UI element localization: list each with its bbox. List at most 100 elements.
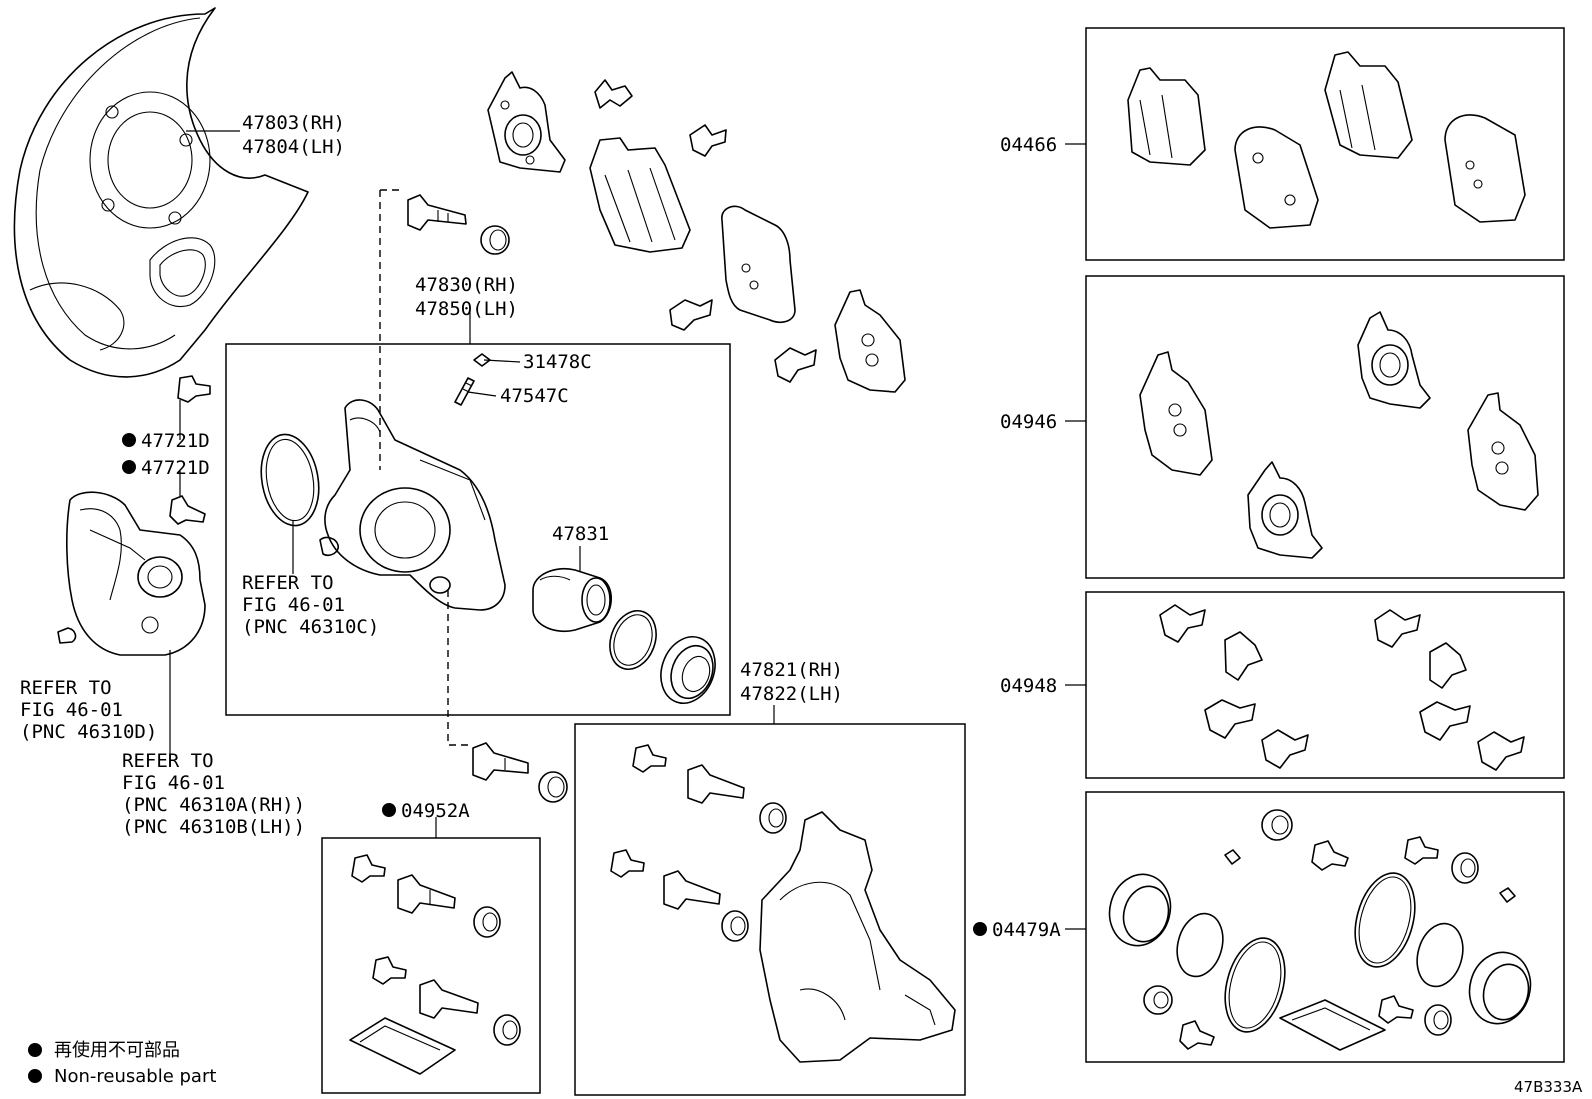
mounting-box — [574, 723, 966, 1096]
non-reusable-dot-04479a — [973, 922, 987, 936]
kit-ring-left-small — [1176, 912, 1224, 978]
label-04946: 04946 — [1000, 411, 1057, 433]
kit-pin-b — [419, 979, 479, 1019]
ref2-line1: REFER TO — [20, 677, 112, 699]
mount-bolt-b — [610, 849, 645, 878]
assembly-line-lower — [447, 590, 470, 746]
kit-bolt-b — [372, 956, 407, 985]
kit-cap-small-b — [1499, 887, 1516, 903]
kit-clip-8 — [1477, 731, 1525, 771]
kit-pad-1 — [1127, 67, 1206, 166]
ref2-line3: (PNC 46310D) — [20, 721, 157, 743]
mount-boot-b — [721, 910, 749, 942]
non-reusable-dot-04952a — [382, 803, 396, 817]
leader-47547c — [467, 391, 497, 397]
bolt-47721d-lower — [169, 495, 206, 525]
upper-slide-pin — [407, 194, 467, 231]
kit-clip-6 — [1429, 642, 1467, 689]
label-47547c: 47547C — [500, 385, 569, 407]
label-04948: 04948 — [1000, 675, 1057, 697]
label-47821: 47821(RH) — [740, 659, 843, 681]
ref1-line1: REFER TO — [242, 572, 334, 594]
ref3-line2: FIG 46-01 — [122, 772, 225, 794]
kit-bolt-bottom-right — [1378, 995, 1414, 1024]
kit-pin-a — [397, 874, 456, 914]
parking-actuator-illustration — [57, 491, 206, 656]
kit-shim-2 — [1357, 311, 1431, 409]
kit-boot-bottom-right — [1424, 1004, 1452, 1036]
kit-grease-pack — [349, 1017, 456, 1075]
diagram-code: 47B333A — [1514, 1078, 1583, 1096]
label-04479a: 04479A — [992, 919, 1061, 941]
pad-clip-mid-b — [774, 347, 817, 383]
piston-boot — [660, 636, 716, 704]
mount-pin-a — [687, 764, 745, 804]
inner-pad-top — [589, 137, 691, 253]
label-47803: 47803(RH) — [242, 112, 345, 134]
pad-kit-box — [1085, 27, 1565, 261]
kit-pad-4 — [1444, 114, 1526, 223]
label-04952a: 04952A — [401, 800, 470, 822]
pad-clip-top-a — [594, 79, 633, 109]
legend-text-en: Non-reusable part — [54, 1066, 216, 1087]
kit-pad-3 — [1324, 51, 1413, 159]
cylinder-kit-box — [1085, 791, 1565, 1063]
kit-clip-4 — [1261, 729, 1309, 769]
dust-shield-illustration — [13, 7, 309, 378]
label-47850: 47850(LH) — [415, 298, 518, 320]
label-47830: 47830(RH) — [415, 274, 518, 296]
ref3-line1: REFER TO — [122, 750, 214, 772]
label-31478c: 31478C — [523, 351, 592, 373]
kit-boot-b — [493, 1014, 521, 1046]
kit-bolt-top-right — [1404, 836, 1439, 865]
lower-pin-boot — [538, 771, 568, 803]
ref2-line2: FIG 46-01 — [20, 699, 123, 721]
kit-cap-bottom — [1143, 985, 1173, 1015]
ref1-line2: FIG 46-01 — [242, 594, 345, 616]
shim-kit-box — [1085, 275, 1565, 579]
pad-clip-mid-a — [669, 299, 713, 331]
kit-clip-3 — [1204, 699, 1256, 739]
kit-clip-1 — [1159, 604, 1206, 643]
kit-clip-2 — [1224, 631, 1263, 681]
piston-seal-illustration — [260, 433, 320, 527]
label-47721d-lower: 47721D — [141, 457, 210, 479]
bleeder-plug-47547c — [454, 377, 475, 406]
label-04466: 04466 — [1000, 134, 1057, 156]
mount-bolt-a — [632, 744, 667, 773]
slide-pin-kit-box — [321, 837, 541, 1094]
caliper-box — [225, 343, 731, 716]
piston-47831 — [532, 568, 613, 632]
non-reusable-dot-47721d-b — [122, 460, 136, 474]
caliper-mounting-bracket — [759, 811, 956, 1063]
upper-pin-boot — [480, 225, 510, 255]
kit-ring-right-large — [1354, 872, 1416, 968]
outer-shim-top — [834, 289, 906, 393]
label-47822: 47822(LH) — [740, 683, 843, 705]
kit-bolt-a — [351, 854, 386, 883]
inner-shim-top — [487, 71, 566, 173]
legend-text-jp: 再使用不可部品 — [54, 1040, 180, 1061]
piston-seal-ring — [609, 610, 657, 670]
ref1-line3: (PNC 46310C) — [242, 616, 379, 638]
kit-bleeder-top — [1311, 840, 1349, 871]
clip-kit-box — [1085, 591, 1565, 779]
kit-shim-4 — [1467, 392, 1539, 511]
caliper-body-illustration — [319, 399, 506, 611]
kit-shim-1 — [1139, 351, 1213, 476]
lower-slide-pin — [472, 742, 529, 781]
label-47721d-upper: 47721D — [141, 430, 210, 452]
ref3-line4: (PNC 46310B(LH)) — [122, 816, 305, 838]
kit-shim-3 — [1247, 461, 1323, 559]
ref3-line3: (PNC 46310A(RH)) — [122, 794, 305, 816]
mount-pin-b — [663, 870, 721, 910]
kit-cap-small-a — [1224, 849, 1241, 865]
non-reusable-dot-47721d-a — [122, 433, 136, 447]
kit-boot-left — [1108, 873, 1172, 947]
pad-clip-top-b — [689, 124, 727, 157]
label-47831: 47831 — [552, 523, 609, 545]
outer-pad-top — [721, 205, 796, 324]
mount-boot-a — [759, 802, 787, 834]
